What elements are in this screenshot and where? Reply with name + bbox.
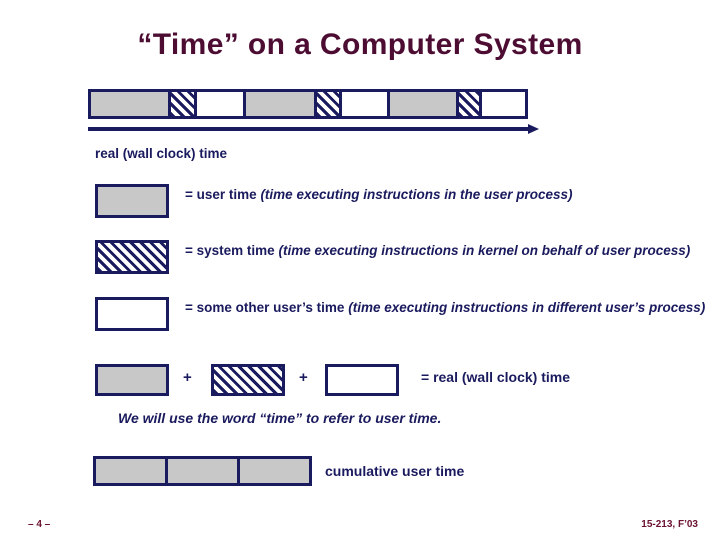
time-axis-arrow [88,124,540,134]
timeline-segment-system-2 [314,92,340,116]
legend-label-system-time: = system time (time executing instructio… [185,242,720,260]
timeline-segment-other-1 [193,92,244,116]
cumulative-cell-3 [237,459,309,483]
timeline-axis-label: real (wall clock) time [95,146,228,161]
arrow-head-icon [528,124,539,134]
timeline-segment-user-1 [91,92,168,116]
equation-operator-plus-1: + [183,369,192,386]
legend-name-user-time: = user time [185,187,257,202]
cumulative-cell-2 [165,459,237,483]
equation-operator-plus-2: + [299,369,308,386]
equation-box-other-user-time [325,364,399,396]
cumulative-cell-1 [96,459,165,483]
legend-swatch-system-time [95,240,169,274]
timeline-segment-system-1 [167,92,194,116]
timeline-segment-user-3 [386,92,456,116]
cumulative-user-time-label: cumulative user time [325,463,465,479]
legend-label-user-time: = user time (time executing instructions… [185,186,720,204]
timeline-segment-other-2 [339,92,387,116]
legend-swatch-other-user-time [95,297,169,331]
cumulative-user-time-bar [93,456,312,486]
legend-swatch-user-time [95,184,169,218]
timeline-bar [88,89,528,119]
timeline-segment-other-3 [479,92,525,116]
timeline-segment-user-2 [243,92,315,116]
slide-number: – 4 – [28,519,51,530]
legend-label-other-user-time: = some other user’s time (time executing… [185,299,720,317]
arrow-line [88,127,530,131]
legend-description-user-time: (time executing instructions in the user… [260,187,573,202]
legend-description-other-user-time: (time executing instructions in differen… [348,300,706,315]
legend-name-other-user-time: = some other user’s time [185,300,345,315]
equation-box-system-time [211,364,285,396]
course-footer: 15-213, F’03 [641,519,698,530]
equation-box-user-time [95,364,169,396]
legend-name-system-time: = system time [185,243,275,258]
page-title: “Time” on a Computer System [137,28,583,61]
timeline-segment-system-3 [455,92,480,116]
usage-note: We will use the word “time” to refer to … [118,410,442,426]
legend-description-system-time: (time executing instructions in kernel o… [278,243,691,258]
equation-result-label: = real (wall clock) time [421,369,571,385]
